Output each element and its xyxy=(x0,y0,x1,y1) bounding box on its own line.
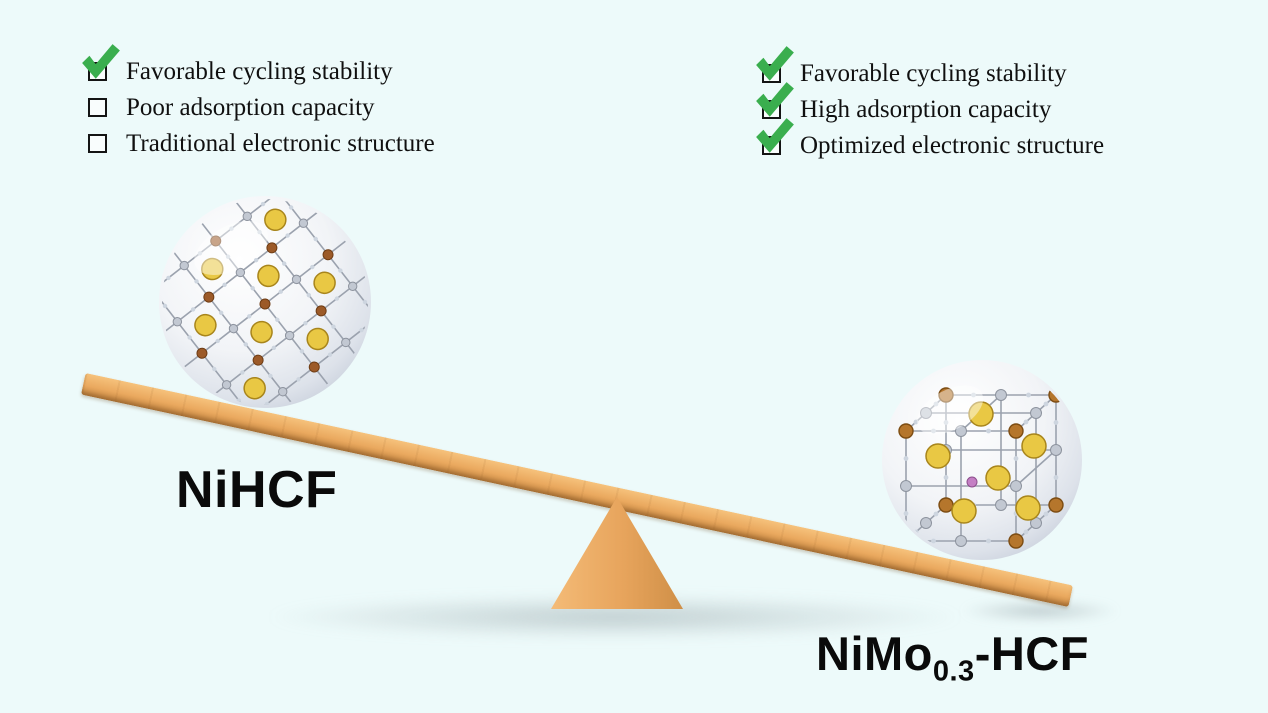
checklist-item: Favorable cycling stability xyxy=(82,44,435,85)
right-material-prefix: NiMo xyxy=(816,627,933,680)
checklist-item-label: Optimized electronic structure xyxy=(800,131,1105,159)
checklist-item: Optimized electronic structure xyxy=(756,118,1105,159)
checkbox-icon xyxy=(88,98,107,117)
checkbox-icon xyxy=(762,100,781,119)
checklist-item-label: Poor adsorption capacity xyxy=(126,93,375,121)
checklist-item: Traditional electronic structure xyxy=(88,130,435,157)
checkbox-icon xyxy=(762,136,781,155)
right-checklist: Favorable cycling stability High adsorpt… xyxy=(756,46,1105,159)
checklist-item-label: Traditional electronic structure xyxy=(126,129,435,157)
nimo-hcf-structure-sphere xyxy=(882,360,1082,560)
checkbox-icon xyxy=(88,62,107,81)
right-material-suffix: -HCF xyxy=(974,627,1089,680)
checklist-item: High adsorption capacity xyxy=(756,82,1104,123)
right-material-subscript: 0.3 xyxy=(932,655,975,688)
nihcf-structure-sphere xyxy=(159,196,371,408)
seesaw-fulcrum xyxy=(551,497,683,609)
checklist-item-label: Favorable cycling stability xyxy=(800,59,1067,87)
left-material-label: NiHCF xyxy=(176,461,338,519)
checkbox-icon xyxy=(762,64,781,83)
checklist-item: Poor adsorption capacity xyxy=(88,94,435,121)
left-checklist: Favorable cycling stability Poor adsorpt… xyxy=(82,44,435,157)
checkbox-icon xyxy=(88,134,107,153)
checklist-item: Favorable cycling stability xyxy=(756,46,1104,87)
checklist-item-label: High adsorption capacity xyxy=(800,95,1052,123)
right-material-label: NiMo0.3-HCF xyxy=(816,626,1089,686)
checklist-item-label: Favorable cycling stability xyxy=(126,57,393,85)
